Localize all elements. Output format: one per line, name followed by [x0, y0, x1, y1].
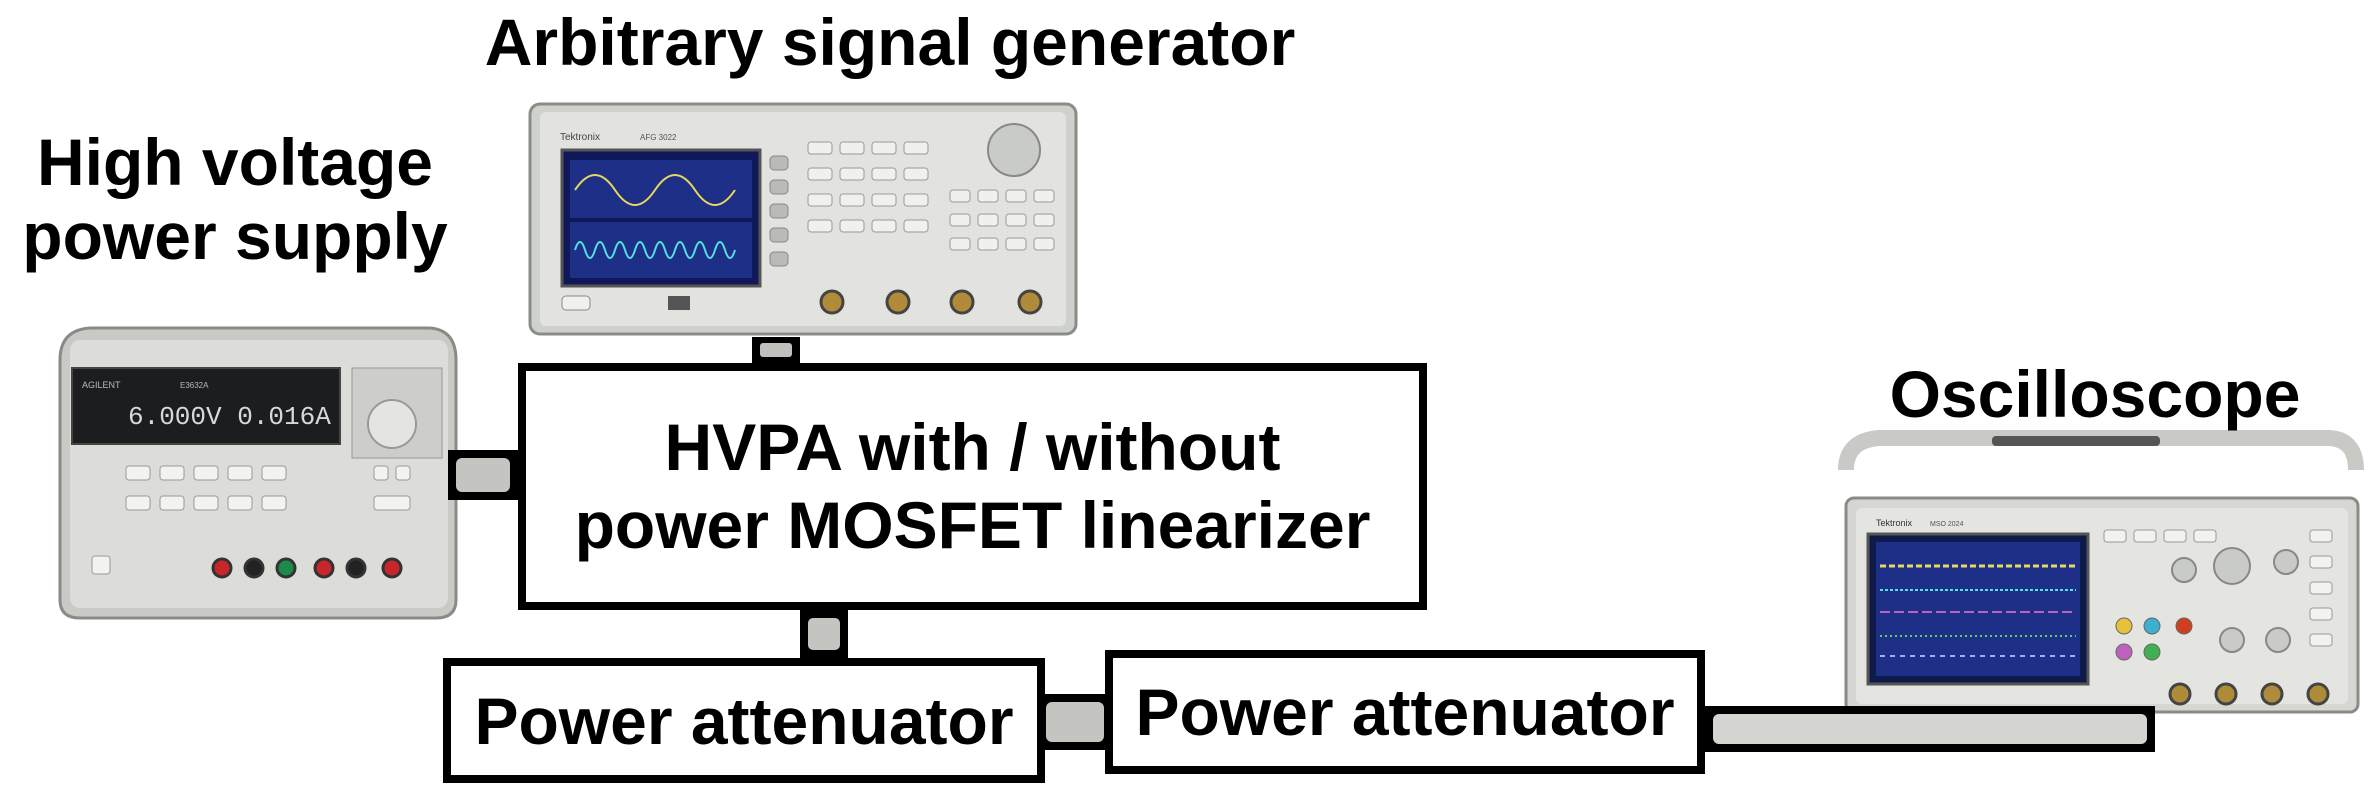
power-attenuator-block-2: Power attenuator — [1105, 650, 1705, 774]
osc-brand: Tektronix — [1876, 518, 1913, 528]
psu-display — [71, 367, 341, 445]
power-supply-title: High voltage power supply — [10, 125, 460, 274]
hvpa-block: HVPA with / without power MOSFET lineari… — [518, 363, 1427, 610]
osc-model: MSO 2024 — [1930, 521, 1964, 528]
connector-sg-to-hvpa — [752, 337, 800, 363]
hvpa-label-line2: power MOSFET linearizer — [574, 487, 1371, 562]
sg-brand: Tektronix — [560, 132, 600, 143]
hvpa-label-line1: HVPA with / without — [664, 409, 1281, 484]
oscilloscope-device: Tektronix MSO 2024 — [1838, 430, 2364, 714]
power-supply-title-line2: power supply — [22, 198, 448, 273]
psu-readout: 6.000V 0.016A — [128, 402, 331, 432]
psu-knob — [367, 399, 417, 449]
oscilloscope-title: Oscilloscope — [1889, 357, 2301, 431]
power-supply-title-line1: High voltage — [36, 125, 434, 199]
connector-attenuator1-to-attenuator2 — [1038, 694, 1112, 750]
sg-knob — [987, 123, 1041, 177]
psu-brand: AGILENT — [82, 380, 121, 390]
connector-psu-to-hvpa — [448, 450, 518, 500]
signal-generator-device: Tektronix AFG 3022 — [528, 102, 1078, 336]
power-attenuator-1-label: Power attenuator — [474, 683, 1014, 758]
power-supply-device: AGILENT E3632A 6.000V 0.016A — [58, 326, 458, 620]
psu-model: E3632A — [180, 381, 209, 390]
connector-hvpa-to-attenuator1 — [800, 610, 848, 658]
sg-model: AFG 3022 — [640, 133, 677, 142]
signal-generator-title: Arbitrary signal generator — [484, 5, 1296, 79]
power-attenuator-block-1: Power attenuator — [443, 658, 1045, 783]
cable-attenuator2-to-oscilloscope — [1705, 706, 2155, 752]
power-attenuator-2-label: Power attenuator — [1135, 675, 1675, 749]
